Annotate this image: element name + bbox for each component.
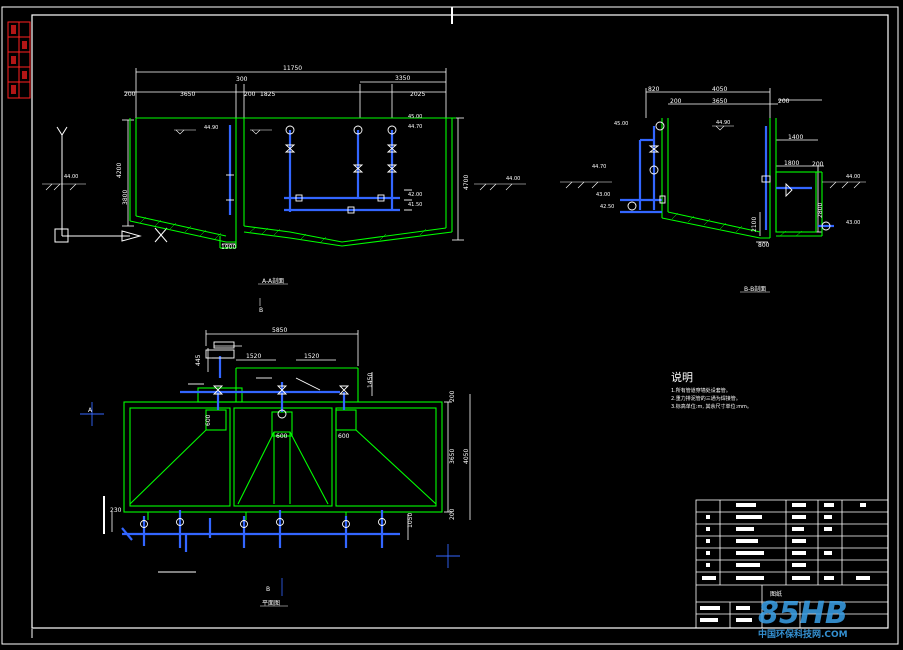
notes-title: 说明 [671,370,693,384]
notes-block: 说明 1.所有管道穿墙处设套管。 2.重力排泥管的三通为焊接管。 3.标高单位:… [671,370,752,410]
section-a-dim-total: 11750 [283,65,302,72]
plan-drawing: 5850 1520 1520 445 1450 200 3650 4050 20… [80,327,471,607]
plan-dim-600c: 600 [338,433,350,440]
section-a-marker: B [259,307,263,314]
section-a-caption: A-A剖面 [262,277,284,285]
plan-dim-200b: 200 [449,508,456,520]
section-b-drawing: 820 4050 200 3650 200 1400 1800 200 2800… [560,86,866,293]
section-a-drawing: 11750 200 3650 300 200 1825 3350 2025 42… [42,65,526,314]
ucs-axis-icon [54,126,168,243]
plan-dim-4050: 4050 [463,449,470,464]
sheet-border [1,6,899,645]
title-block [695,499,889,629]
section-b-level-left3: 43.00 [596,192,610,198]
section-a-dim-200b: 200 [244,91,256,98]
section-b-dim-3650: 3650 [712,98,727,105]
notes-line-1: 1.所有管道穿墙处设套管。 [671,387,731,394]
section-a-dim-1900: 1900 [221,244,236,251]
section-b-dim-800: 800 [758,242,770,249]
section-a-level-ground-left: 44.00 [64,174,78,180]
section-b-level-left4: 42.50 [600,204,614,210]
plan-section-marker: A [88,407,93,414]
plan-caption: 平面图 [262,600,280,607]
plan-dim-600b: 600 [276,433,288,440]
section-b-caption: B-B剖面 [744,285,766,293]
section-a-level-p4: 41.50 [408,202,422,208]
title-block-label: 图纸 [770,590,782,598]
section-b-dim-1800: 1800 [784,160,799,167]
section-b-level-left1: 45.00 [614,121,628,127]
section-b-level-ground-right: 44.00 [846,174,860,180]
plan-marker-b: B [266,586,270,593]
section-a-level-ground-right: 44.00 [506,176,520,182]
section-a-dim-3800: 3800 [122,190,129,205]
plan-dim-3650: 3650 [449,449,456,464]
section-b-dim-2100: 2100 [751,217,758,232]
section-a-level-water: 44.90 [204,125,218,131]
plan-dim-1520a: 1520 [246,353,261,360]
watermark-text: 中国环保科技网.COM [758,628,848,640]
section-a-dim-3650: 3650 [180,91,195,98]
section-b-dim-1400: 1400 [788,134,803,141]
plan-dim-5850: 5850 [272,327,287,334]
plan-dim-445: 445 [195,354,202,366]
section-a-dim-2025: 2025 [410,91,425,98]
section-b-dim-2800: 2800 [817,203,824,218]
section-b-level-out: 43.00 [846,220,860,226]
section-a-dim-4700: 4700 [463,175,470,190]
section-a-level-p3: 42.00 [408,192,422,198]
notes-line-3: 3.标高单位:m, 其余尺寸单位:mm。 [671,403,752,410]
plan-dim-230: 230 [110,507,122,514]
plan-dim-600a: 600 [205,414,212,426]
section-b-dim-200a: 200 [670,98,682,105]
plan-dim-1050: 1050 [407,513,414,528]
left-title-strip [7,21,31,99]
plan-dim-1520b: 1520 [304,353,319,360]
section-a-dim-200a: 200 [124,91,136,98]
section-b-dim-4050: 4050 [712,86,727,93]
watermark: 85HB 中国环保科技网.COM [758,596,848,640]
section-a-dim-4200: 4200 [116,163,123,178]
section-a-dim-1825: 1825 [260,91,275,98]
section-a-level-p2: 44.70 [408,124,422,130]
section-b-dim-200c: 200 [812,161,824,168]
section-a-dim-300: 300 [236,76,248,83]
section-b-level-left2: 44.70 [592,164,606,170]
section-b-dim-200b: 200 [778,98,790,105]
section-b-level-water: 44.90 [716,120,730,126]
watermark-logo: 85HB [758,596,848,631]
section-a-dim-3350: 3350 [395,75,410,82]
plan-dim-200a: 200 [449,390,456,402]
title-block-fills [700,503,870,622]
plan-dim-1450: 1450 [367,373,374,388]
section-a-level-p1: 45.00 [408,114,422,120]
notes-line-2: 2.重力排泥管的三通为焊接管。 [671,395,741,402]
section-b-dim-820: 820 [648,86,660,93]
